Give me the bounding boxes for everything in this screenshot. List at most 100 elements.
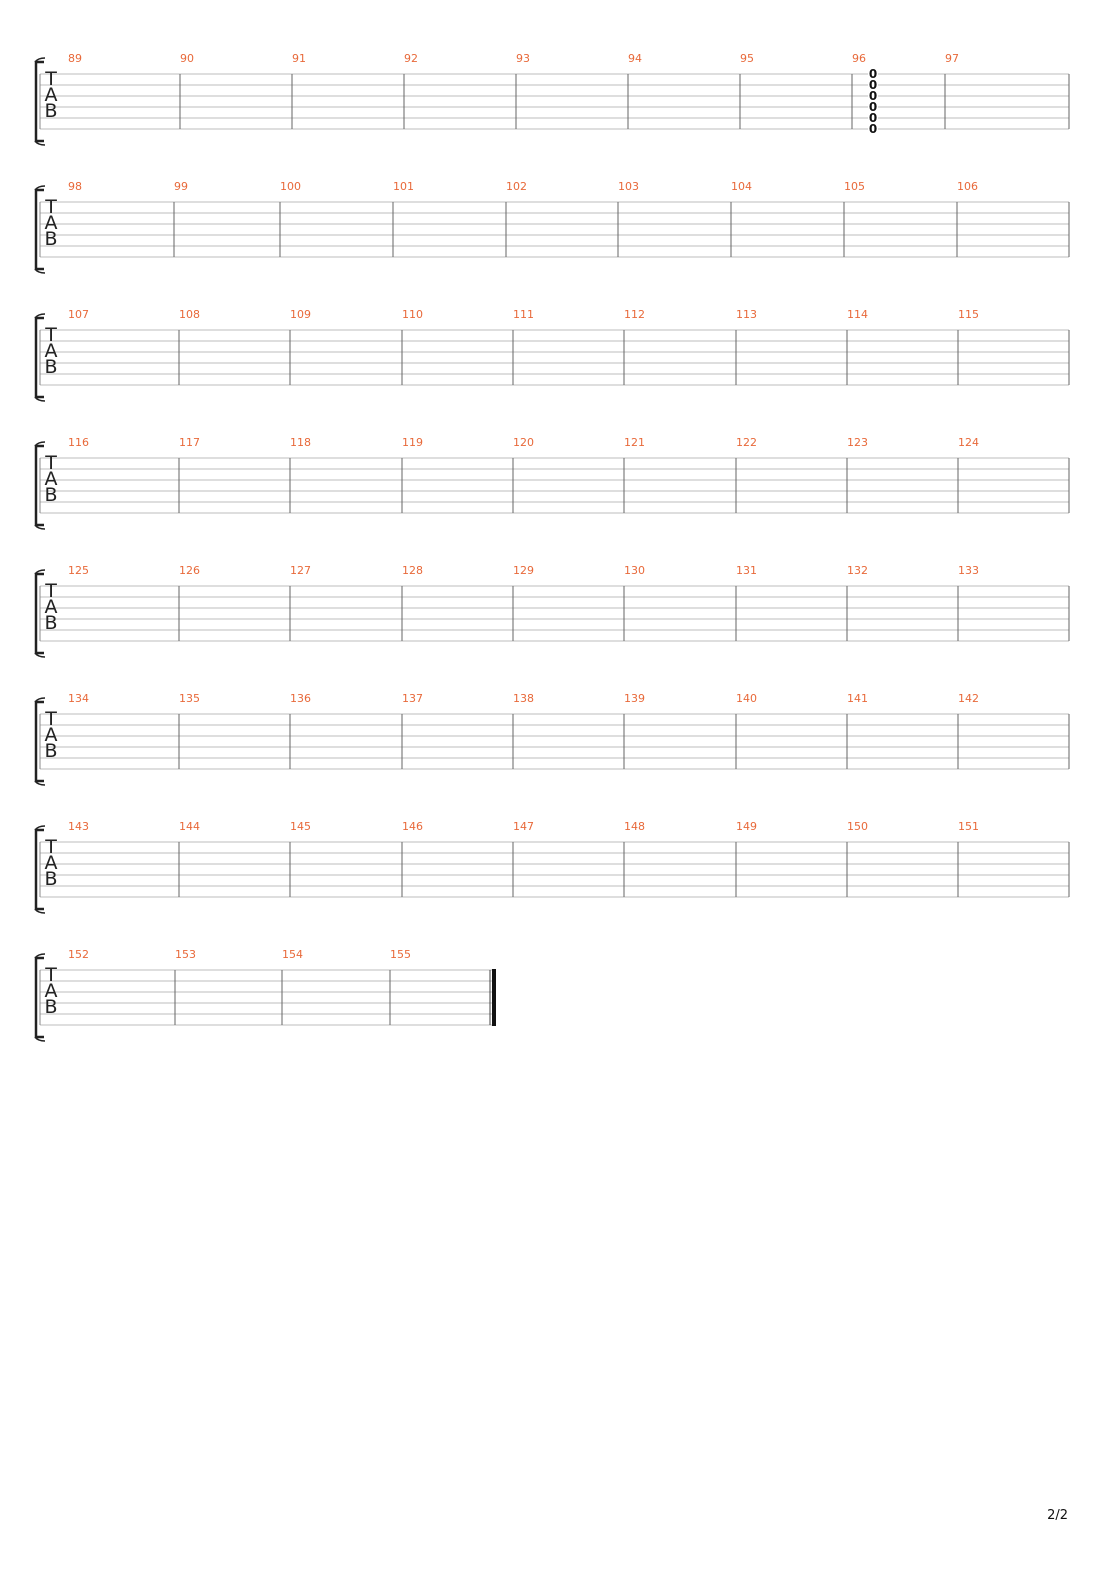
bracket-top-curl: [34, 57, 46, 63]
bar-number: 133: [958, 564, 979, 577]
tab-clef-letter: A: [45, 468, 58, 490]
tab-clef-letter: T: [44, 580, 57, 602]
bracket-top-curl: [34, 441, 46, 447]
tab-clef-letter: B: [44, 996, 57, 1018]
bracket-top-curl: [34, 953, 46, 959]
system-bracket: [34, 572, 44, 655]
bar-number: 138: [513, 692, 534, 705]
bracket-bottom-curl: [34, 652, 46, 658]
system-bracket: [34, 956, 44, 1039]
bar-number: 94: [628, 52, 642, 65]
bar-number: 129: [513, 564, 534, 577]
bar-number: 108: [179, 308, 200, 321]
tab-clef-letter: B: [44, 868, 57, 890]
bar-number: 153: [175, 948, 196, 961]
bar-number: 120: [513, 436, 534, 449]
bar-number: 134: [68, 692, 89, 705]
fret-number: 0: [869, 111, 877, 125]
tab-clef-letter: A: [45, 84, 58, 106]
system-bracket: [34, 188, 44, 271]
bar-number: 128: [402, 564, 423, 577]
tab-clef-letter: B: [44, 100, 57, 122]
bar-number: 103: [618, 180, 639, 193]
tab-clef-letter: B: [44, 612, 57, 634]
bar-number: 136: [290, 692, 311, 705]
tab-clef-letter: B: [44, 484, 57, 506]
bar-number: 91: [292, 52, 306, 65]
bar-number: 102: [506, 180, 527, 193]
bar-number: 143: [68, 820, 89, 833]
bracket-top-curl: [34, 697, 46, 703]
system-bracket: [34, 60, 44, 143]
bar-number: 148: [624, 820, 645, 833]
bar-number: 89: [68, 52, 82, 65]
fret-background: [868, 112, 878, 124]
tab-clef-letter: B: [44, 356, 57, 378]
bar-number: 99: [174, 180, 188, 193]
bar-number: 118: [290, 436, 311, 449]
tab-clef-letter: T: [44, 964, 57, 986]
bar-number: 137: [402, 692, 423, 705]
bar-number: 117: [179, 436, 200, 449]
tab-clef-letter: A: [45, 596, 58, 618]
bar-number: 105: [844, 180, 865, 193]
bar-number: 122: [736, 436, 757, 449]
bracket-bottom-curl: [34, 908, 46, 914]
tab-clef-letter: T: [44, 836, 57, 858]
bar-number: 145: [290, 820, 311, 833]
fret-background: [868, 123, 878, 135]
bar-number: 135: [179, 692, 200, 705]
bar-number: 127: [290, 564, 311, 577]
bar-number: 115: [958, 308, 979, 321]
tab-clef-letter: A: [45, 980, 58, 1002]
bar-number: 107: [68, 308, 89, 321]
bracket-bottom-curl: [34, 268, 46, 274]
bar-number: 92: [404, 52, 418, 65]
bar-number: 113: [736, 308, 757, 321]
bar-number: 119: [402, 436, 423, 449]
bar-number: 126: [179, 564, 200, 577]
bar-number: 97: [945, 52, 959, 65]
system-bracket: [34, 444, 44, 527]
page-number: 2/2: [1047, 1508, 1068, 1523]
tab-clef-letter: T: [44, 324, 57, 346]
bar-number: 125: [68, 564, 89, 577]
tab-clef-letter: A: [45, 852, 58, 874]
bracket-top-curl: [34, 569, 46, 575]
bar-number: 112: [624, 308, 645, 321]
fret-background: [868, 79, 878, 91]
bar-number: 140: [736, 692, 757, 705]
bar-number: 132: [847, 564, 868, 577]
bar-number: 111: [513, 308, 534, 321]
bar-number: 151: [958, 820, 979, 833]
bracket-bottom-curl: [34, 780, 46, 786]
bar-number: 147: [513, 820, 534, 833]
bracket-bottom-curl: [34, 1036, 46, 1042]
bar-number: 152: [68, 948, 89, 961]
tab-clef-letter: T: [44, 452, 57, 474]
bar-number: 116: [68, 436, 89, 449]
bar-number: 144: [179, 820, 200, 833]
bar-number: 100: [280, 180, 301, 193]
system-bracket: [34, 700, 44, 783]
bar-number: 130: [624, 564, 645, 577]
bracket-bottom-curl: [34, 524, 46, 530]
bar-number: 154: [282, 948, 303, 961]
bar-number: 93: [516, 52, 530, 65]
bar-number: 109: [290, 308, 311, 321]
bracket-bottom-curl: [34, 396, 46, 402]
bar-number: 95: [740, 52, 754, 65]
fret-background: [868, 90, 878, 102]
fret-number: 0: [869, 67, 877, 81]
bar-number: 146: [402, 820, 423, 833]
bar-number: 123: [847, 436, 868, 449]
bar-number: 98: [68, 180, 82, 193]
